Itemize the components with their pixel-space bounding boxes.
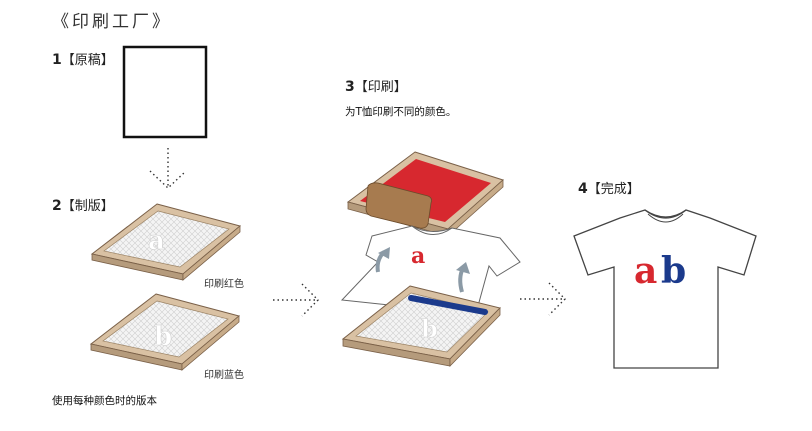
plate-red-letter: a bbox=[148, 226, 165, 256]
screen-blue-ink bbox=[341, 285, 501, 367]
plate-label-blue: 印刷蓝色 bbox=[204, 370, 244, 381]
tshirt-finished bbox=[573, 209, 757, 369]
original-artwork-frame bbox=[122, 45, 208, 139]
step-3-heading: 3【印刷】 bbox=[345, 76, 407, 95]
step-1-label: 【原稿】 bbox=[61, 53, 114, 68]
plate-red-frame bbox=[90, 203, 242, 281]
screen-blue-letter: b bbox=[421, 314, 438, 343]
step-2-heading: 2【制版】 bbox=[52, 195, 114, 214]
page-title: 《印刷工厂》 bbox=[52, 12, 172, 32]
print-description: 为T恤印刷不同的颜色。 bbox=[345, 106, 457, 118]
plate-caption: 使用每种颜色时的版本 bbox=[52, 395, 157, 407]
plate-blue-letter: b bbox=[154, 322, 172, 352]
step-2-number: 2 bbox=[52, 198, 62, 214]
step-3-number: 3 bbox=[345, 79, 355, 95]
tshirt-letter-b: b bbox=[661, 250, 686, 292]
right-arrow-icon bbox=[520, 282, 566, 316]
tshirt-printing bbox=[340, 225, 521, 307]
right-arrow-icon bbox=[273, 283, 319, 317]
tshirt-printed-letter: a bbox=[411, 243, 425, 269]
step-4-number: 4 bbox=[578, 181, 588, 197]
step-4-label: 【完成】 bbox=[587, 182, 640, 197]
plate-label-red: 印刷红色 bbox=[204, 279, 244, 290]
step-4-heading: 4【完成】 bbox=[578, 178, 640, 197]
step-3-label: 【印刷】 bbox=[354, 80, 407, 95]
plate-blue-frame bbox=[89, 293, 241, 371]
squeegee bbox=[365, 182, 432, 229]
tshirt-letter-a: a bbox=[634, 250, 657, 292]
down-arrow-icon bbox=[149, 148, 187, 189]
step-2-label: 【制版】 bbox=[61, 199, 114, 214]
step-1-number: 1 bbox=[52, 52, 62, 68]
step-1-heading: 1【原稿】 bbox=[52, 49, 114, 68]
